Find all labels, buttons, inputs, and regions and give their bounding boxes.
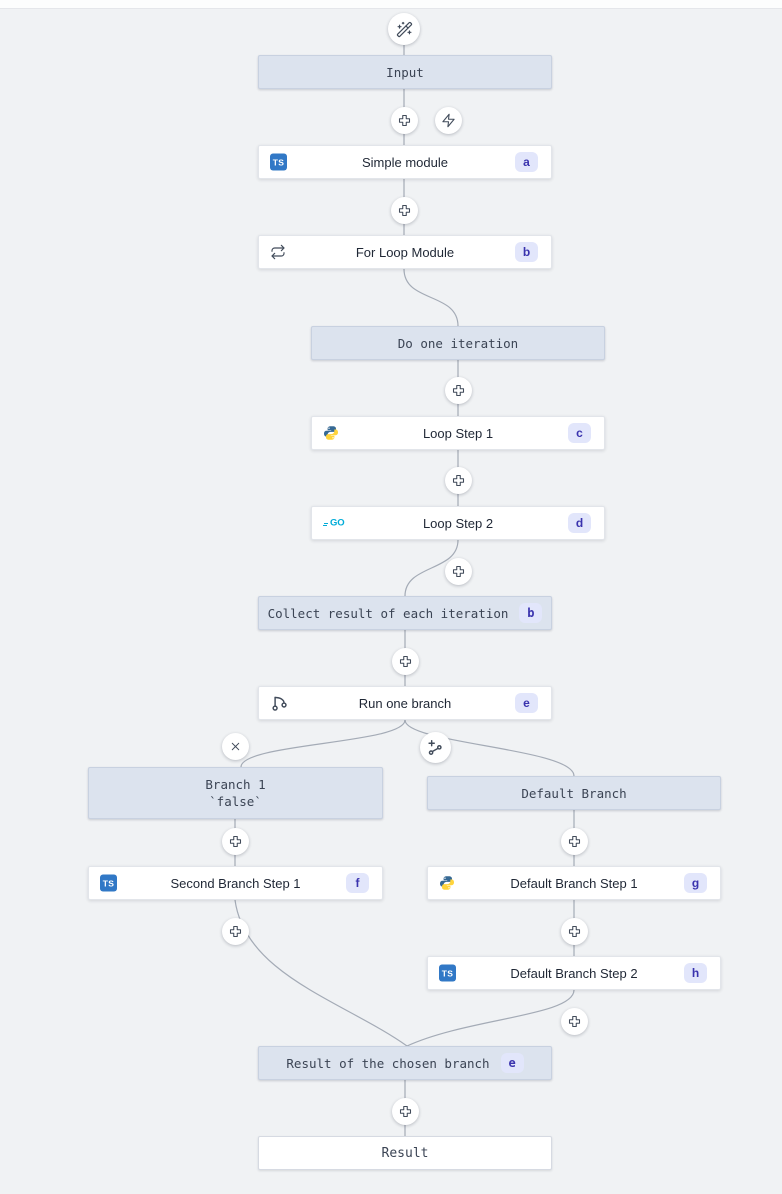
branch-1-header-node[interactable]: Branch 1 `false` [88, 767, 383, 819]
golang-icon: GO [323, 517, 345, 529]
plus-icon [452, 384, 464, 396]
branch-label: Branch 1 [205, 777, 266, 792]
wand-sparkles-icon [396, 21, 412, 37]
add-step-button[interactable] [391, 647, 419, 675]
step-loop-step-2[interactable]: GO Loop Step 2 d [311, 506, 605, 540]
loop-iteration-header-node[interactable]: Do one iteration [311, 326, 605, 360]
step-default-branch-step-1[interactable]: Default Branch Step 1 g [427, 866, 721, 900]
plus-icon [452, 474, 464, 486]
plus-icon [568, 835, 580, 847]
loop-collect-result-node[interactable]: Collect result of each iteration b [258, 596, 552, 630]
trigger-button[interactable] [434, 106, 462, 134]
typescript-icon: TS [439, 964, 456, 982]
add-step-button[interactable] [560, 827, 588, 855]
node-label: Do one iteration [397, 335, 519, 351]
add-step-button[interactable] [391, 1097, 419, 1125]
python-icon [440, 876, 454, 890]
step-label: Default Branch Step 2 [510, 965, 638, 981]
plus-icon [568, 1015, 580, 1027]
zap-icon [441, 113, 455, 127]
loop-repeat-icon [271, 244, 285, 260]
step-id-badge: a [515, 152, 538, 172]
step-id-badge: b [519, 603, 543, 623]
branch-condition: `false` [209, 794, 262, 809]
step-id-badge: f [346, 873, 369, 893]
step-id-badge: c [568, 423, 591, 443]
plus-icon [568, 925, 580, 937]
step-label: For Loop Module [355, 244, 455, 260]
add-step-button[interactable] [390, 196, 418, 224]
add-branch-button[interactable] [419, 731, 451, 763]
step-id-badge: b [515, 242, 538, 262]
add-step-button[interactable] [221, 917, 249, 945]
plus-icon [398, 204, 410, 216]
step-default-branch-step-2[interactable]: TS Default Branch Step 2 h [427, 956, 721, 990]
flow-result-node[interactable]: Result [258, 1136, 552, 1170]
default-branch-header-node[interactable]: Default Branch [427, 776, 721, 810]
flow-input-node[interactable]: Input [258, 55, 552, 89]
typescript-icon: TS [100, 874, 117, 892]
plus-icon [229, 835, 241, 847]
plus-icon [229, 925, 241, 937]
step-simple-module[interactable]: TS Simple module a [258, 145, 552, 179]
add-step-button[interactable] [444, 557, 472, 585]
branch-result-node[interactable]: Result of the chosen branch e [258, 1046, 552, 1080]
step-id-badge: e [500, 1053, 524, 1073]
step-label: Loop Step 2 [422, 515, 494, 531]
node-label: Collect result of each iteration [267, 605, 509, 621]
python-icon [324, 426, 338, 440]
remove-branch-button[interactable] [221, 732, 249, 760]
step-label: Simple module [362, 154, 448, 170]
add-step-button[interactable] [444, 466, 472, 494]
step-label: Loop Step 1 [422, 425, 494, 441]
add-step-button[interactable] [390, 106, 418, 134]
step-id-badge: h [684, 963, 707, 983]
plus-icon [399, 655, 411, 667]
add-step-button[interactable] [444, 376, 472, 404]
plus-icon [398, 114, 410, 126]
step-id-badge: e [515, 693, 538, 713]
git-branch-icon [272, 696, 287, 711]
step-run-one-branch[interactable]: Run one branch e [258, 686, 552, 720]
top-divider [0, 0, 782, 9]
step-label: Second Branch Step 1 [170, 875, 301, 891]
close-icon [231, 742, 239, 750]
plus-icon [399, 1105, 411, 1117]
typescript-icon: TS [270, 153, 287, 171]
ai-flow-builder-button[interactable] [388, 13, 420, 45]
add-step-button[interactable] [221, 827, 249, 855]
add-step-button[interactable] [560, 1007, 588, 1035]
branch-label: Default Branch [521, 785, 627, 801]
step-id-badge: g [684, 873, 707, 893]
step-id-badge: d [568, 513, 591, 533]
step-label: Default Branch Step 1 [510, 875, 638, 891]
branch-plus-icon [427, 739, 442, 755]
node-label: Result [381, 1145, 429, 1161]
node-label: Result of the chosen branch [286, 1055, 490, 1071]
step-second-branch-step-1[interactable]: TS Second Branch Step 1 f [88, 866, 383, 900]
step-loop-step-1[interactable]: Loop Step 1 c [311, 416, 605, 450]
add-step-button[interactable] [560, 917, 588, 945]
plus-icon [452, 565, 464, 577]
step-label: Run one branch [358, 695, 452, 711]
step-for-loop-module[interactable]: For Loop Module b [258, 235, 552, 269]
node-label: Input [386, 64, 424, 80]
